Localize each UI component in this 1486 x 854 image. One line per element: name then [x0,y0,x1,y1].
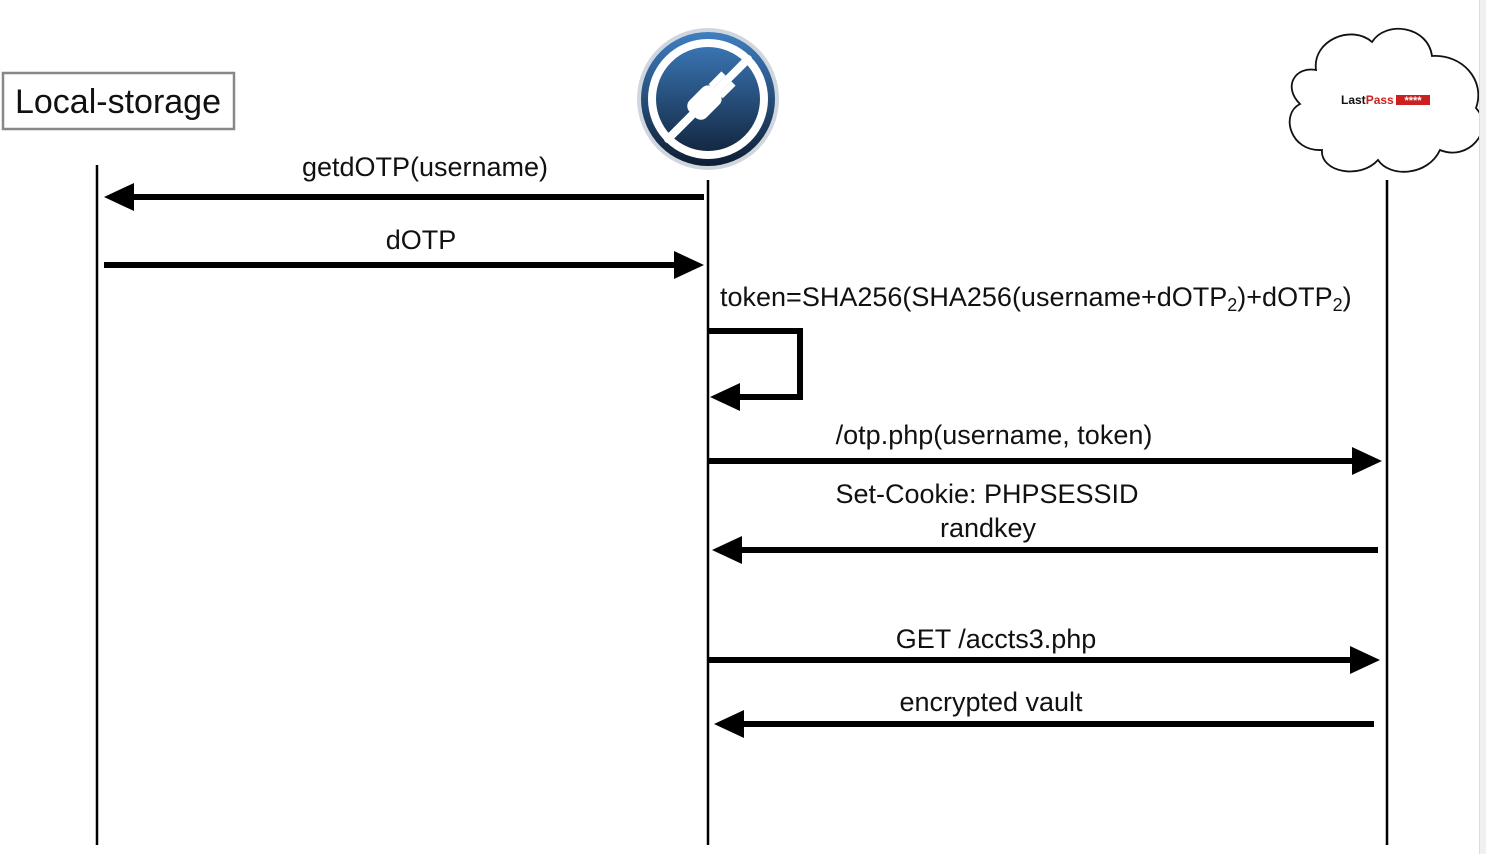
message-token-label: token=SHA256(SHA256(username+dOTP2)+dOTP… [720,282,1352,315]
svg-text:LastPass: LastPass [1341,93,1394,107]
message-dotp-label: dOTP [386,225,457,255]
extension-participant [637,28,779,170]
message-set-cookie-line1: Set-Cookie: PHPSESSID [835,479,1138,509]
arrowhead-left [714,710,744,738]
arrowhead-right [674,251,704,279]
local-storage-participant: Local-storage [1,71,236,131]
message-dotp: dOTP [104,225,704,279]
message-otp-php: /otp.php(username, token) [708,420,1382,475]
page-edge [1479,0,1486,854]
arrowhead-left [104,183,134,211]
message-encrypted-vault-label: encrypted vault [899,687,1083,717]
message-get-accts: GET /accts3.php [708,624,1380,674]
plugin-disabled-icon [637,28,779,170]
arrowhead-left [712,536,742,564]
arrowhead-right [1350,646,1380,674]
logo-stars-bg [1396,95,1430,105]
server-participant: LastPass **** [1288,27,1484,173]
arrowhead-right [1352,447,1382,475]
cloud-icon [1288,27,1484,173]
message-getdotp: getdOTP(username) [104,152,704,211]
logo-pass: Pass [1366,93,1394,107]
message-set-cookie-line2: randkey [940,513,1037,543]
message-token-self: token=SHA256(SHA256(username+dOTP2)+dOTP… [708,282,1352,411]
logo-last: Last [1341,93,1366,107]
local-storage-label: Local-storage [15,83,221,121]
arrowhead-left [710,383,740,411]
message-otp-php-label: /otp.php(username, token) [836,420,1153,450]
message-get-accts-label: GET /accts3.php [896,624,1097,654]
message-encrypted-vault: encrypted vault [714,687,1374,738]
lastpass-logo: LastPass **** [1341,93,1430,107]
local-storage-box [1,71,236,131]
message-set-cookie: Set-Cookie: PHPSESSID randkey [712,479,1378,564]
logo-stars: **** [1404,95,1422,107]
message-getdotp-label: getdOTP(username) [302,152,548,182]
